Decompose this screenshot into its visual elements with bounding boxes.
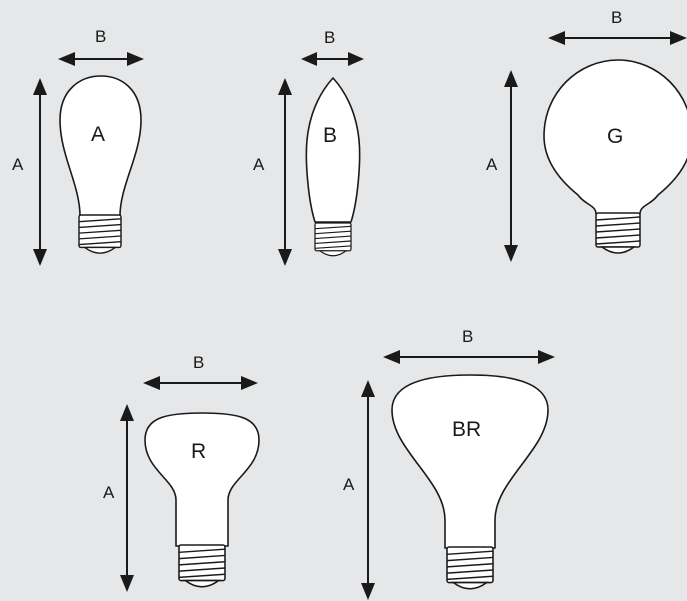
bulb-br-outline [391, 374, 549, 549]
bulb-g-width-label: B [611, 8, 622, 27]
bulb-b-group: A B B [253, 28, 364, 266]
bulb-br-type-label: BR [452, 418, 481, 441]
bulb-b-outline [305, 77, 361, 223]
bulb-b-base [314, 222, 352, 257]
bulb-br-group: A B BR [343, 327, 555, 600]
bulb-r-width-arrow [143, 376, 258, 390]
bulb-a-type-label: A [91, 123, 105, 146]
bulb-br-width-label: B [462, 327, 473, 346]
bulb-g-group: A B G [486, 8, 687, 262]
bulb-r-type-label: R [191, 440, 206, 463]
bulb-a-width-arrow [58, 52, 144, 66]
bulb-g-base [595, 212, 641, 254]
bulb-b-type-label: B [323, 124, 337, 147]
bulb-a-group: A B A [12, 27, 144, 266]
bulb-br-base [446, 546, 494, 590]
bulb-a-outline [59, 75, 142, 217]
bulb-g-width-arrow [548, 31, 687, 45]
bulb-r-outline [144, 412, 260, 547]
bulb-br-width-arrow [383, 350, 555, 364]
bulb-g-height-arrow [504, 70, 518, 262]
bulb-r-height-label: A [103, 483, 115, 502]
bulb-g-type-label: G [607, 125, 623, 148]
bulb-br-height-label: A [343, 475, 355, 494]
bulb-br-height-arrow [361, 380, 375, 600]
bulb-b-height-label: A [253, 155, 265, 174]
bulb-r-width-label: B [193, 353, 204, 372]
bulb-r-height-arrow [120, 404, 134, 592]
bulb-r-base [178, 544, 226, 588]
bulb-g-outline [543, 59, 687, 215]
bulb-a-width-label: B [95, 27, 106, 46]
bulb-b-width-arrow [301, 52, 364, 66]
bulb-a-height-label: A [12, 155, 24, 174]
bulb-r-group: A B R [103, 353, 260, 592]
bulb-a-height-arrow [33, 78, 47, 266]
bulb-b-width-label: B [324, 28, 335, 47]
bulb-b-height-arrow [278, 78, 292, 266]
bulb-g-height-label: A [486, 155, 498, 174]
bulb-a-base [78, 214, 122, 254]
